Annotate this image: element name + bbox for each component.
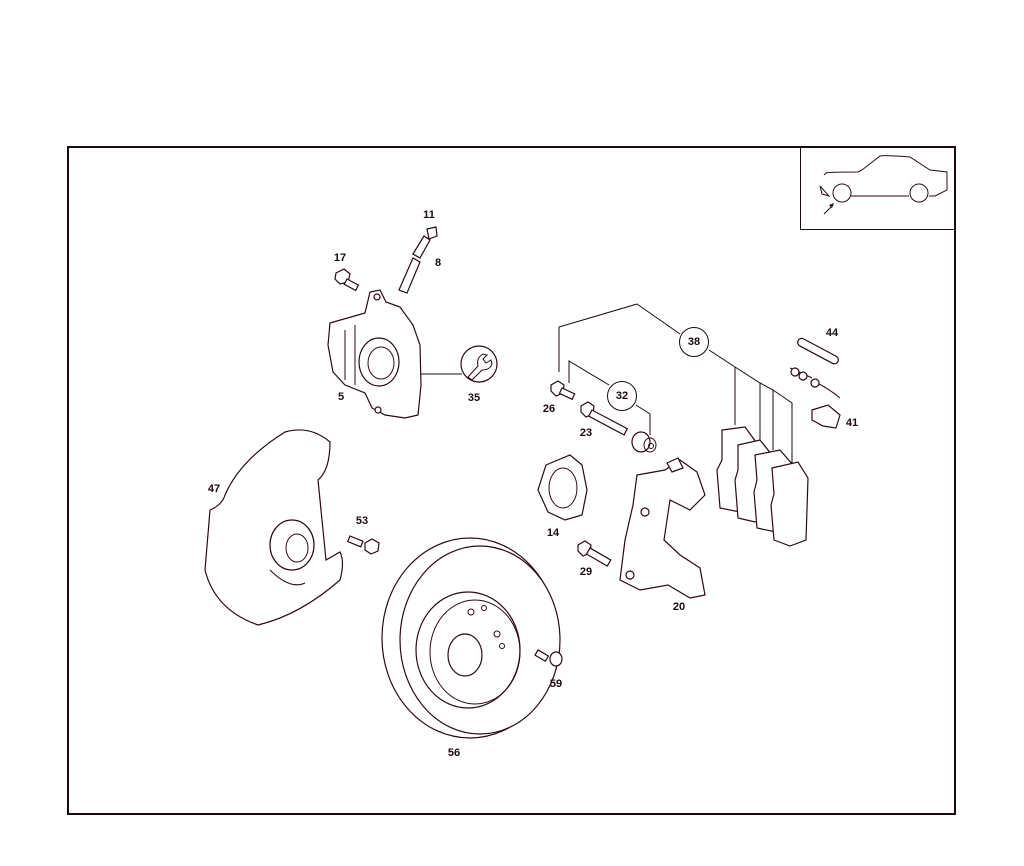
- callout-56[interactable]: 56: [447, 747, 461, 759]
- vehicle-location-inset: [800, 146, 956, 230]
- callout-44[interactable]: 44: [825, 327, 839, 339]
- guide-pin-part-23: [580, 401, 629, 436]
- guide-bush: [631, 431, 657, 453]
- circled-callout-32[interactable]: 32: [607, 381, 637, 411]
- circled-callout-38[interactable]: 38: [679, 327, 709, 357]
- callout-29[interactable]: 29: [579, 566, 593, 578]
- retaining-pin-part-44: [797, 337, 839, 365]
- callout-17[interactable]: 17: [333, 252, 347, 264]
- dust-shield-part-47: [204, 429, 344, 626]
- dust-cap-part-11: [426, 226, 438, 240]
- bolt-part-26: [550, 380, 576, 401]
- bolt-part-29: [577, 540, 612, 567]
- callout-5[interactable]: 5: [337, 391, 345, 403]
- bolt-part-59: [534, 649, 563, 667]
- bleeder-valve-part-8: [398, 235, 431, 294]
- callout-47[interactable]: 47: [207, 483, 221, 495]
- callout-8[interactable]: 8: [434, 257, 442, 269]
- callout-14[interactable]: 14: [546, 527, 560, 539]
- bolt-part-53: [346, 535, 380, 555]
- callout-26[interactable]: 26: [542, 403, 556, 415]
- spring-clip-part-41: [789, 367, 841, 429]
- car-side-icon: [819, 155, 948, 203]
- anti-squeal-shim-part-14: [537, 454, 588, 521]
- callout-20[interactable]: 20: [672, 601, 686, 613]
- wrench-icon: [460, 345, 498, 383]
- bolt-part-17: [334, 268, 360, 292]
- diagram-frame: [67, 146, 956, 815]
- callout-41[interactable]: 41: [845, 417, 859, 429]
- caliper-carrier-part-20: [619, 457, 706, 599]
- arrow-front-wheel-icon: [823, 203, 834, 215]
- callout-53[interactable]: 53: [355, 515, 369, 527]
- brake-pads: [716, 426, 809, 547]
- brake-disc-part-56: [381, 537, 561, 739]
- callout-11[interactable]: 11: [423, 209, 435, 221]
- callout-35[interactable]: 35: [467, 392, 481, 404]
- callout-59[interactable]: 59: [549, 678, 563, 690]
- callout-23[interactable]: 23: [579, 427, 593, 439]
- brake-caliper-part-5: [327, 289, 422, 419]
